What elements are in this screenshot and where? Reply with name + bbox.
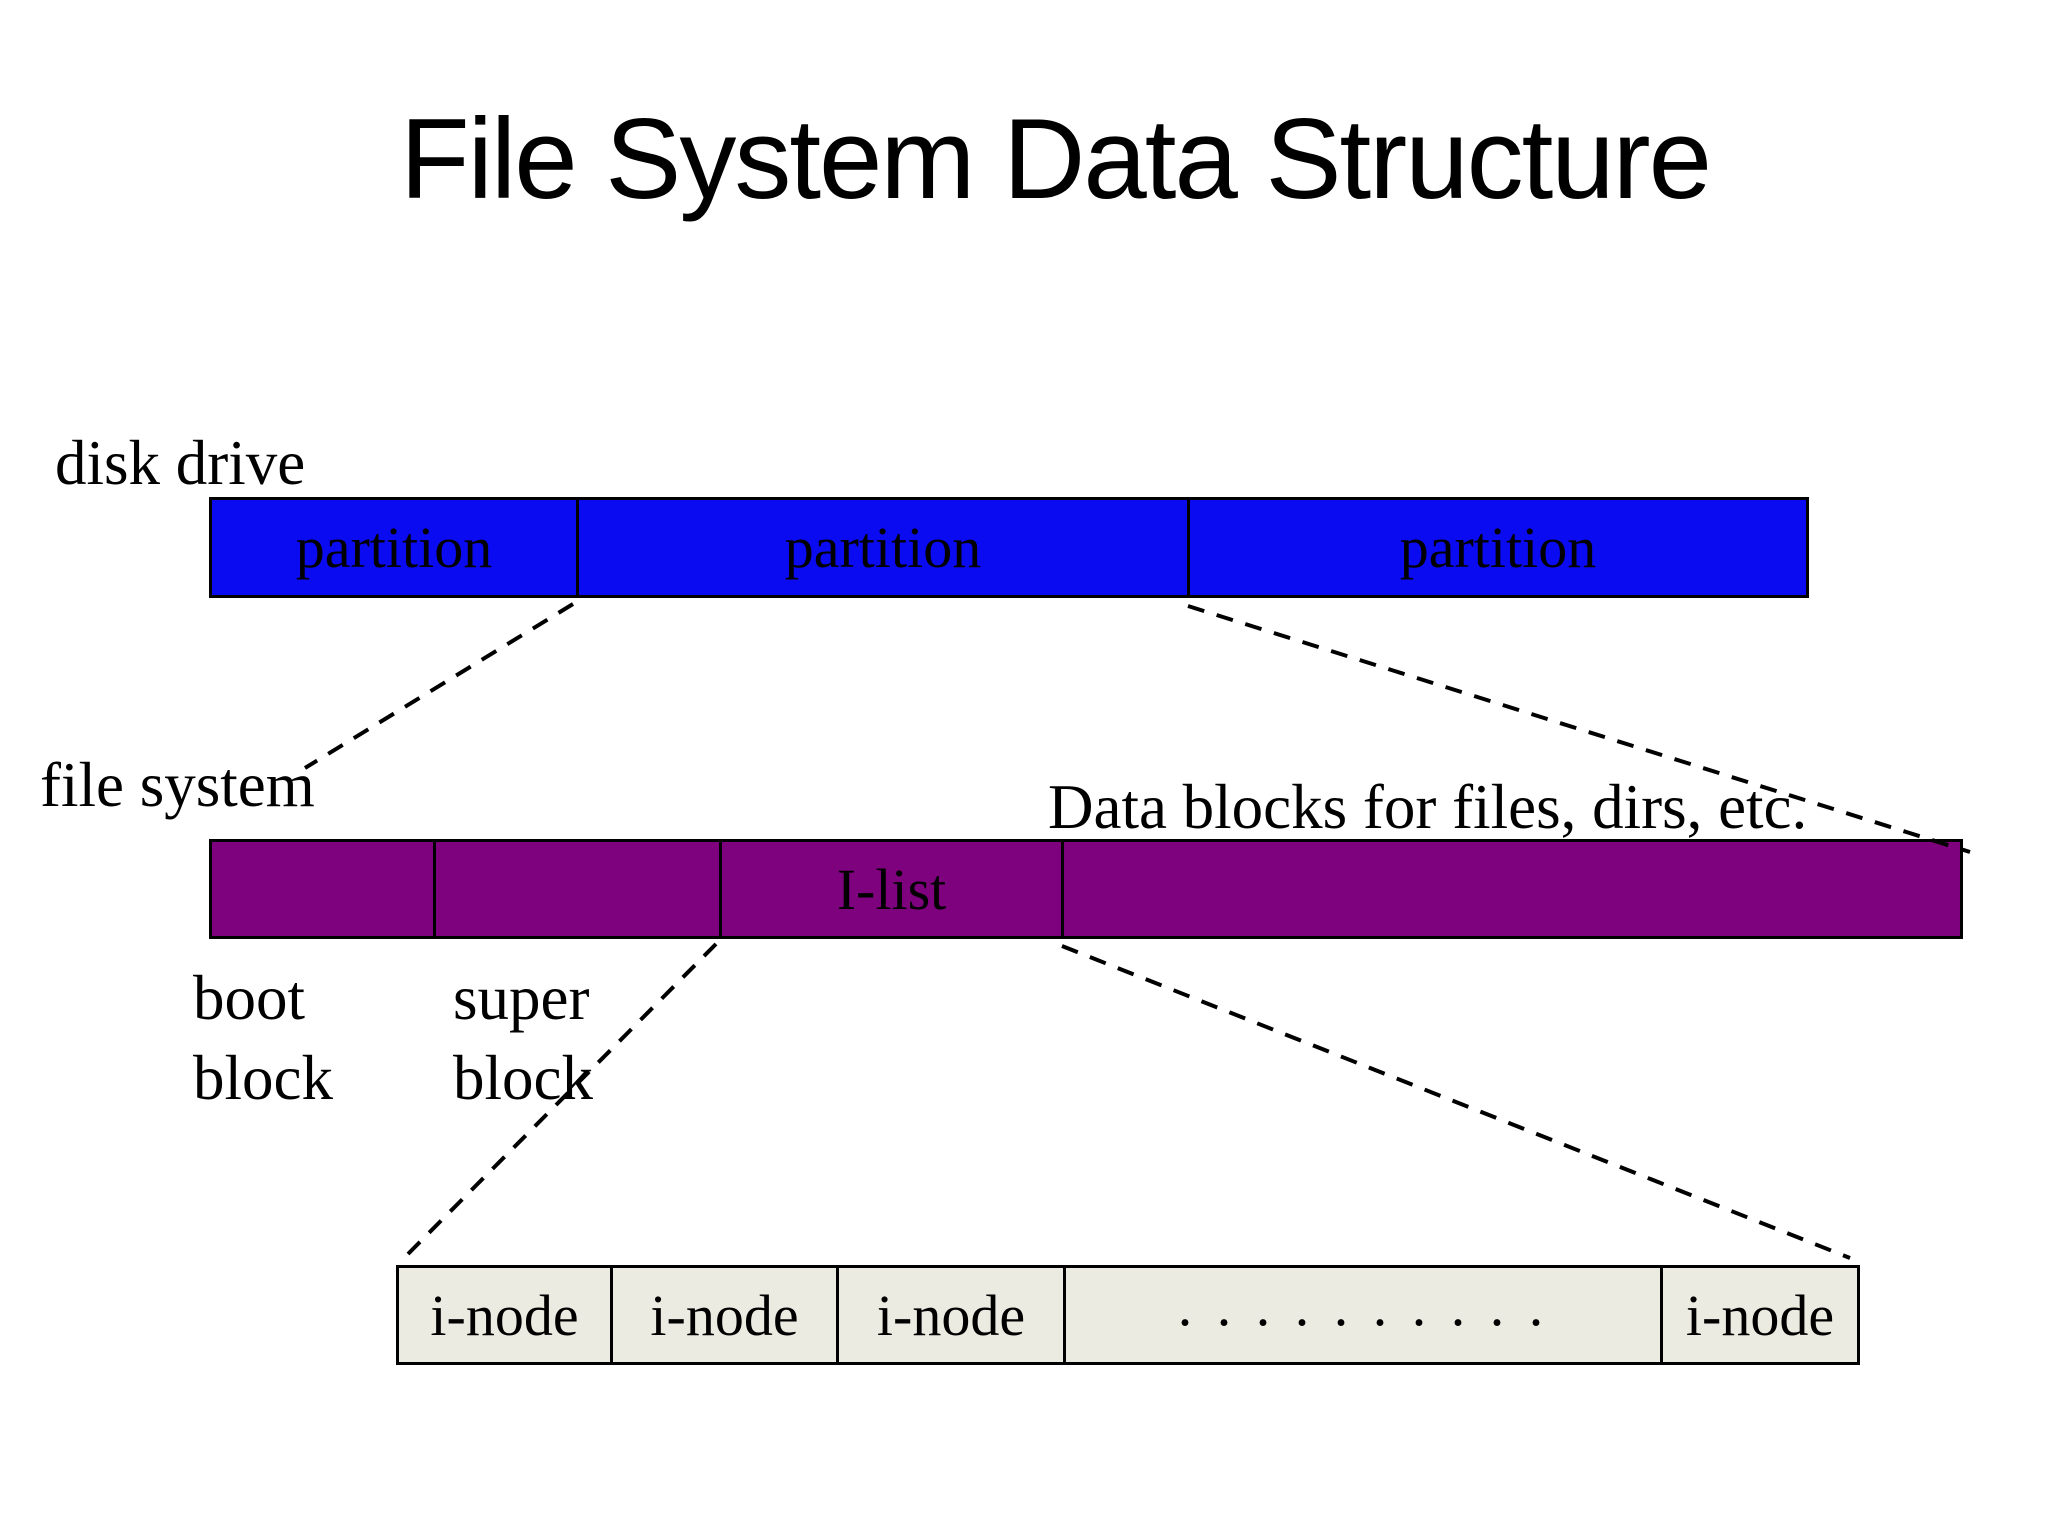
boot-block-cell [212,842,433,936]
connector-dashed-line-partition-left [303,602,575,770]
inode-list-bar: i-node i-node i-node . . . . . . . . . .… [396,1265,1860,1365]
partition-label-1: partition [295,515,493,580]
partition-cell-1: partition [212,500,576,595]
inode-cell-1: i-node [399,1268,610,1362]
boot-block-line1: boot [193,963,306,1033]
inode-label-3: i-node [876,1282,1026,1348]
partition-label-3: partition [1399,515,1597,580]
boot-block-line2: block [193,1043,333,1113]
connector-dashed-line-ilist-right [1061,944,1851,1260]
file-system-label: file system [40,750,315,820]
partition-cell-3: partition [1187,500,1806,595]
inode-cell-3: i-node [836,1268,1063,1362]
super-block-line2: block [453,1043,593,1113]
disk-drive-label: disk drive [55,428,306,498]
boot-block-label: boot block [193,958,333,1118]
inode-label-last: i-node [1685,1282,1835,1348]
inode-cell-2: i-node [610,1268,836,1362]
partition-label-2: partition [784,515,982,580]
disk-drive-bar: partition partition partition [209,497,1809,598]
inode-label-1: i-node [430,1282,579,1348]
inode-ellipsis-cell: . . . . . . . . . . [1063,1268,1660,1362]
super-block-cell [433,842,719,936]
inode-ellipsis-label: . . . . . . . . . . [1177,1272,1549,1338]
data-blocks-cell [1061,842,1960,936]
inode-cell-last: i-node [1660,1268,1857,1362]
super-block-label: super block [453,958,593,1118]
ilist-cell: I-list [719,842,1061,936]
data-blocks-label: Data blocks for files, dirs, etc. [1048,772,1808,842]
super-block-line1: super [453,963,590,1033]
partition-cell-2: partition [576,500,1187,595]
page-title: File System Data Structure [399,96,1712,223]
file-system-bar: I-list [209,839,1963,939]
ilist-label: I-list [836,856,947,922]
inode-label-2: i-node [650,1282,799,1348]
